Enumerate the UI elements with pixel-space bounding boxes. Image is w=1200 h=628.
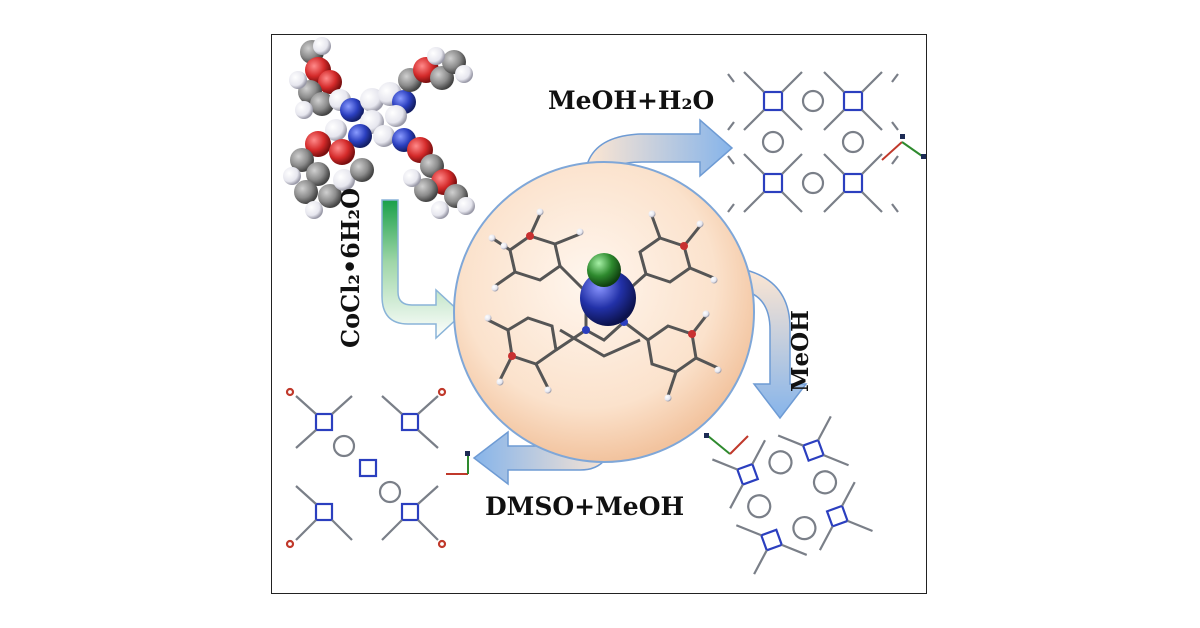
- crystal-packing-lattice-icon: [704, 415, 873, 575]
- reaction-arrow-left: [381, 199, 464, 340]
- solvent-label-meoh-h2o: MeOH+H₂O: [548, 86, 715, 115]
- reagent-label-cocl2: CoCl₂•6H₂O: [336, 188, 365, 348]
- chloride-ion: [587, 253, 621, 287]
- reaction-arrow-right: [741, 269, 808, 420]
- cobalt-complex-ball-and-stick-icon: [487, 213, 719, 397]
- crystal-packing-lattice-icon: [285, 387, 470, 549]
- cobalt-ion: [580, 270, 636, 326]
- space-filling-ligand-model-icon: [283, 37, 475, 219]
- solvent-label-meoh: MeOH: [787, 310, 814, 392]
- solvent-label-dmso-meoh: DMSO+MeOH: [485, 492, 685, 521]
- axis-indicator-icon: [881, 134, 926, 161]
- crystal-packing-lattice-icon: [727, 71, 926, 213]
- axis-indicator-icon: [704, 433, 749, 455]
- axis-indicator-icon: [446, 451, 470, 475]
